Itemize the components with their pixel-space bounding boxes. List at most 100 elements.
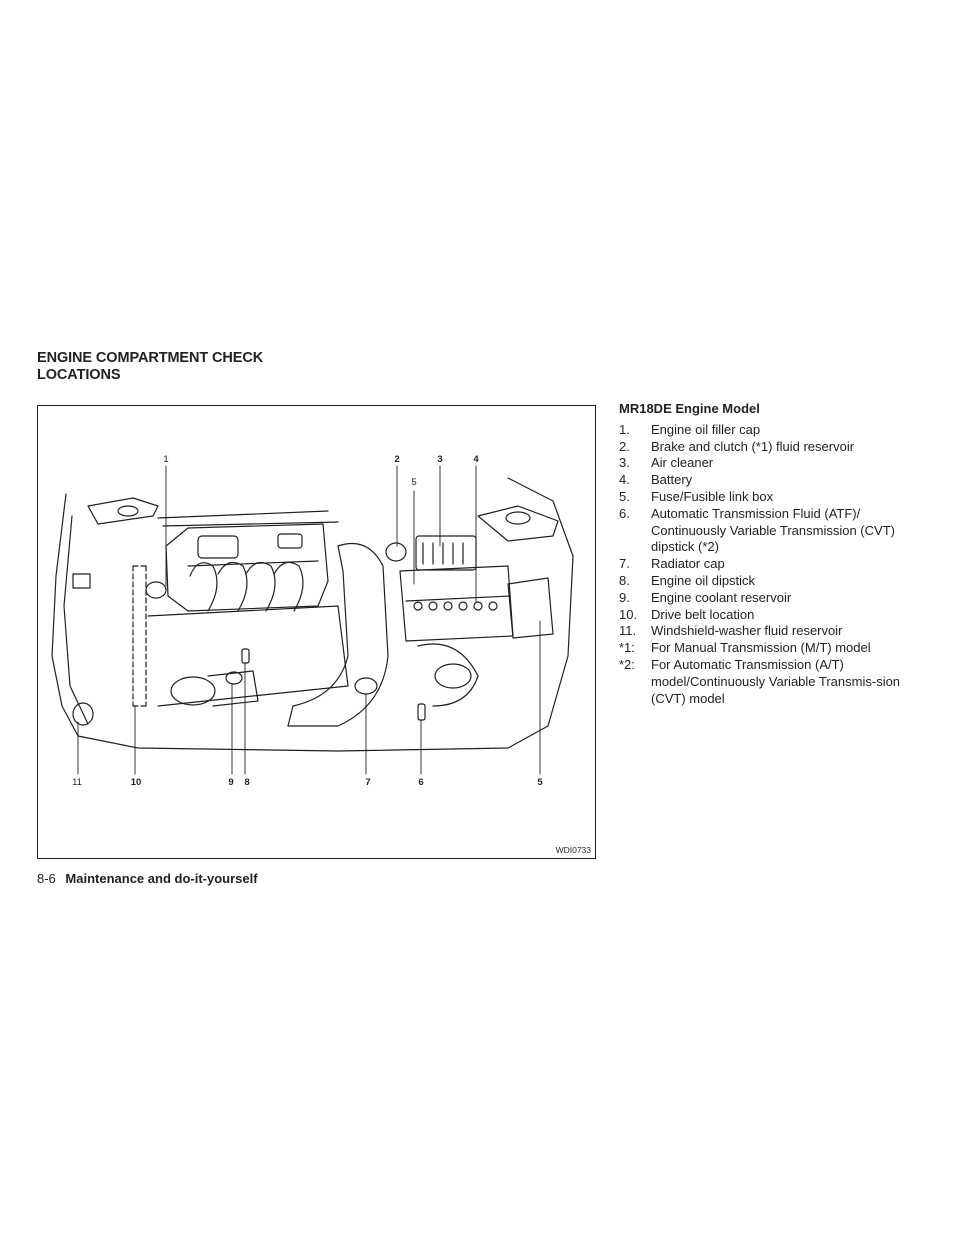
legend-heading: MR18DE Engine Model <box>619 401 760 416</box>
callout-1: 1 <box>163 454 168 465</box>
callout-6: 6 <box>418 777 423 788</box>
left-relay-box <box>72 573 91 589</box>
legend-item-text: Automatic Transmission Fluid (ATF)/ Cont… <box>651 505 895 555</box>
legend-item-text: Brake and clutch (*1) fluid reservoir <box>651 438 855 454</box>
drive-belt <box>132 565 147 707</box>
legend-item: 9. Engine coolant reservoir <box>619 590 909 607</box>
section-title-line2: LOCATIONS <box>37 367 121 383</box>
legend-item-number: 3. <box>619 455 630 471</box>
engine-cover-rib <box>187 560 319 567</box>
legend-item: 7. Radiator cap <box>619 556 909 573</box>
battery-cell-5 <box>473 601 483 611</box>
legend-item-number: 9. <box>619 589 630 605</box>
legend-item-number: 2. <box>619 438 630 454</box>
engine-cover-emblem <box>197 535 239 559</box>
radiator-cap <box>354 677 378 695</box>
section-title: ENGINE COMPARTMENT CHECK LOCATIONS <box>37 350 357 384</box>
cowl-line-2 <box>162 521 339 527</box>
oil-filler-cap <box>145 581 167 599</box>
callout-11: 11 <box>72 777 82 788</box>
callout-8: 8 <box>244 777 249 788</box>
page-number: 8-6 <box>37 871 56 886</box>
chapter-title: Maintenance and do-it-yourself <box>65 871 258 886</box>
battery-cell-4 <box>458 601 468 611</box>
throttle-body <box>207 670 259 707</box>
legend-item: 10. Drive belt location <box>619 607 909 624</box>
legend-item-text: Air cleaner <box>651 455 714 471</box>
legend-item-number: 5. <box>619 488 630 504</box>
coolant-reservoir-cap <box>225 671 243 685</box>
callout-5-bottom: 5 <box>537 777 543 788</box>
engine-cover-badge <box>277 533 303 549</box>
legend-item-number: 6. <box>619 505 630 521</box>
legend-item-text: Engine oil filler cap <box>651 421 761 437</box>
figure-code: WDI0733 <box>555 845 591 855</box>
legend-item-text: For Automatic Transmission (A/T) model/C… <box>651 656 901 706</box>
legend-item-text: Engine oil dipstick <box>651 572 756 588</box>
legend-item: 5. Fuse/Fusible link box <box>619 489 909 506</box>
radiator-hose-loop <box>434 663 472 689</box>
callout-5-top: 5 <box>411 477 416 488</box>
legend-item-number: 1. <box>619 421 630 437</box>
battery-cell-1 <box>413 601 423 611</box>
engine-compartment-figure: 1 2 3 4 5 11 10 9 8 7 6 5 WDI0733 <box>37 405 596 859</box>
left-strut-tower <box>87 497 159 525</box>
callout-4: 4 <box>473 454 479 465</box>
callout-3: 3 <box>437 454 442 465</box>
legend-item-text: Engine coolant reservoir <box>651 589 792 605</box>
page-footer: 8-6 Maintenance and do-it-yourself <box>37 871 258 886</box>
legend-list: 1. Engine oil filler cap 2. Brake and clutc… <box>619 422 909 708</box>
legend-item: *2: For Automatic Transmission (A/T) mode… <box>619 657 909 707</box>
battery-cell-3 <box>443 601 453 611</box>
legend-item-text: For Manual Transmission (M/T) model <box>651 640 871 656</box>
right-strut-tower <box>477 505 559 542</box>
legend-item: 6. Automatic Transmission Fluid (ATF)/ Co… <box>619 506 909 556</box>
legend-item-number: 8. <box>619 572 630 588</box>
cowl-line <box>157 510 329 519</box>
left-strut-mount <box>117 505 139 517</box>
body-outline <box>51 477 574 752</box>
left-fender-line <box>63 515 89 725</box>
legend-item-number: 10. <box>619 606 638 622</box>
atf-dipstick <box>417 703 426 721</box>
legend-item: 1. Engine oil filler cap <box>619 422 909 439</box>
legend-item-number: 4. <box>619 472 630 488</box>
engine-block <box>147 605 349 707</box>
leader-lines <box>77 465 541 775</box>
battery-cell-6 <box>488 601 498 611</box>
legend-item-number: 11. <box>619 623 637 639</box>
legend-item: 3. Air cleaner <box>619 455 909 472</box>
callout-9: 9 <box>228 777 233 788</box>
intake-runner-4 <box>273 561 304 612</box>
legend-item: *1: For Manual Transmission (M/T) model <box>619 640 909 657</box>
legend-item: 2. Brake and clutch (*1) fluid reservoir <box>619 439 909 456</box>
section-title-line1: ENGINE COMPARTMENT CHECK <box>37 350 264 366</box>
air-cleaner-ribs <box>422 542 464 565</box>
intake-runner-3 <box>245 561 276 612</box>
legend-item-number: 7. <box>619 556 630 572</box>
right-strut-mount <box>505 511 531 525</box>
legend-item-text: Drive belt location <box>651 606 755 622</box>
legend-item-number: *2: <box>619 656 635 672</box>
intake-runner-2 <box>217 561 248 612</box>
legend-item-text: Fuse/Fusible link box <box>651 488 774 504</box>
air-intake-duct <box>287 542 389 727</box>
fan-shroud <box>417 643 479 707</box>
battery-top-edge <box>405 595 511 602</box>
air-cleaner <box>415 535 477 571</box>
engine-diagram: 1 2 3 4 5 11 10 9 8 7 6 5 <box>51 454 574 788</box>
drive-belt-ends <box>132 565 147 707</box>
callout-10: 10 <box>131 777 142 788</box>
fuse-box <box>507 577 554 639</box>
legend-item: 8. Engine oil dipstick <box>619 573 909 590</box>
engine-cover <box>165 523 329 612</box>
legend-item-text: Windshield-washer fluid reservoir <box>651 623 843 639</box>
legend-item-number: *1: <box>619 640 635 656</box>
oil-dipstick-handle <box>241 648 250 664</box>
legend-item-text: Radiator cap <box>651 556 725 572</box>
battery-cell-2 <box>428 601 438 611</box>
callout-2: 2 <box>394 454 399 465</box>
callout-7: 7 <box>365 777 370 788</box>
legend: MR18DE Engine Model 1. Engine oil filler … <box>619 401 909 707</box>
washer-fluid-cap <box>72 702 94 726</box>
